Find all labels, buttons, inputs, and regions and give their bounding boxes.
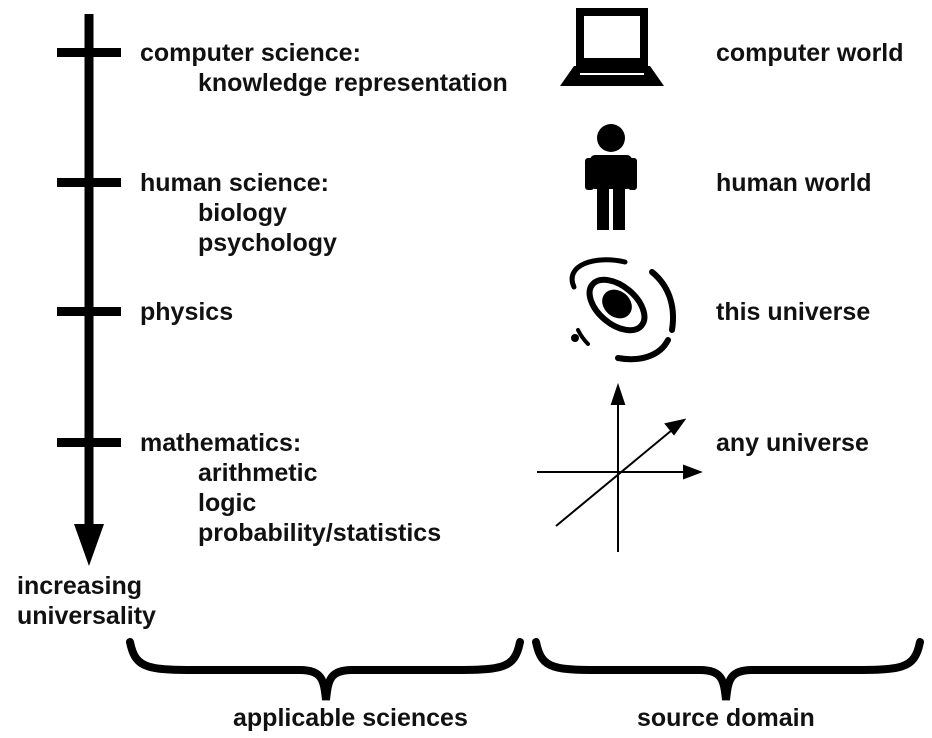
source-domain-label: source domain <box>637 704 815 732</box>
level-computer-science: computer science: knowledge representati… <box>140 38 508 98</box>
axes-icon <box>537 382 703 552</box>
laptop-icon <box>560 8 664 86</box>
domain-any-universe: any universe <box>716 429 869 457</box>
domain-this-universe: this universe <box>716 298 871 326</box>
heading-mathematics: mathematics: <box>140 429 302 457</box>
heading-computer-science: computer science: <box>140 39 361 67</box>
galaxy-icon <box>569 257 676 363</box>
item-probability-statistics: probability/statistics <box>198 519 442 547</box>
person-icon <box>585 124 637 230</box>
axis-tick-human-science <box>57 178 121 187</box>
domain-human-world: human world <box>716 169 872 197</box>
level-mathematics: mathematics: arithmetic logic probabilit… <box>140 428 441 548</box>
axis-tick-physics <box>57 307 121 316</box>
heading-human-science: human science: <box>140 169 329 197</box>
item-psychology: psychology <box>198 229 337 257</box>
axis-tick-mathematics <box>57 438 121 447</box>
axis-label-line1: increasing <box>17 572 143 600</box>
level-human-science: human science: biology psychology <box>140 168 337 258</box>
universality-axis-arrow <box>74 14 104 566</box>
heading-physics: physics <box>140 298 234 326</box>
axis-tick-computer-science <box>57 48 121 57</box>
source-domain-bracket <box>532 638 924 701</box>
level-physics: physics <box>140 297 233 327</box>
item-arithmetic: arithmetic <box>198 459 318 487</box>
item-biology: biology <box>198 199 287 227</box>
axis-label-line2: universality <box>17 602 156 630</box>
applicable-sciences-bracket <box>126 638 524 701</box>
item-knowledge-representation: knowledge representation <box>198 69 508 97</box>
item-logic: logic <box>198 489 257 517</box>
applicable-sciences-label: applicable sciences <box>233 704 468 732</box>
axis-label: increasing universality <box>17 571 156 631</box>
domain-computer-world: computer world <box>716 39 904 67</box>
